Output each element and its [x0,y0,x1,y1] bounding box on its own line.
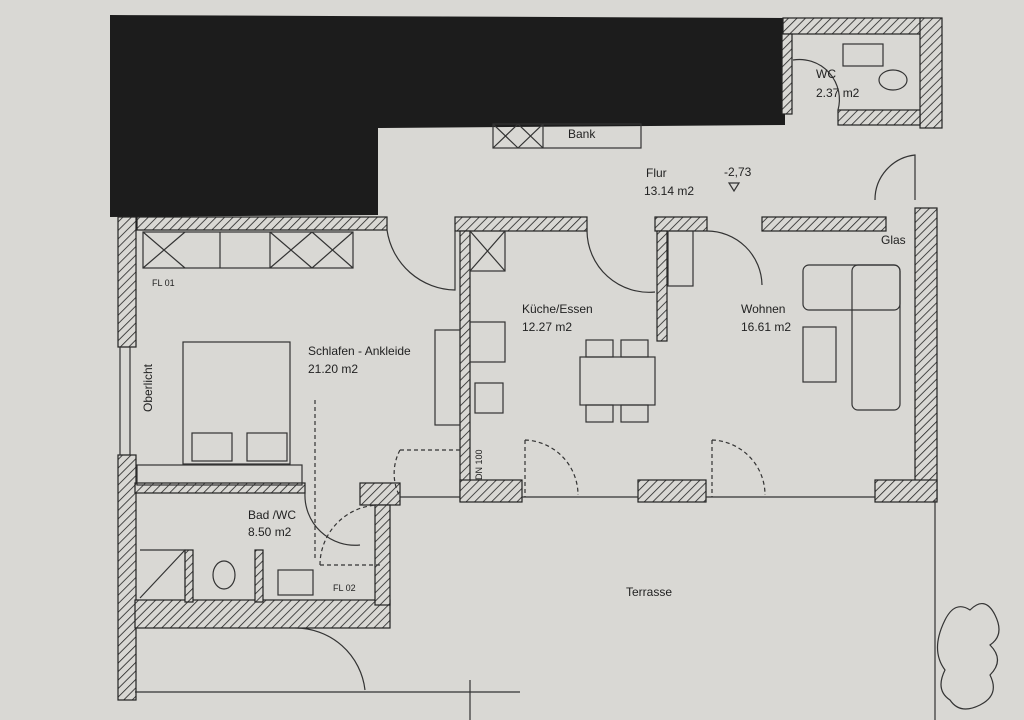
doors [294,58,916,691]
redacted-area [110,15,785,217]
schlafen-area: 21.20 m2 [308,362,358,376]
glas-label: Glas [881,233,906,247]
flur-name: Flur [646,166,667,180]
wohnen-name: Wohnen [741,302,785,316]
wardrobe [142,231,354,269]
wc-name: WC [816,67,836,81]
wc-area: 2.37 m2 [816,86,860,100]
walls [117,17,943,701]
dining-table [579,356,656,406]
furniture [136,43,908,599]
bank-label: Bank [568,127,596,141]
kueche-area: 12.27 m2 [522,320,572,334]
schlafen-name: Schlafen - Ankleide [308,344,411,358]
terrasse-name: Terrasse [626,585,672,599]
windows [119,346,936,720]
bad-area: 8.50 m2 [248,525,292,539]
oberlicht-label: Oberlicht [141,363,155,412]
level-triangle-icon [727,182,741,193]
bank [492,123,642,149]
plant-sketch [936,603,1000,710]
dn-label: DN 100 [474,449,484,480]
wohnen-area: 16.61 m2 [741,320,791,334]
level-mark: -2,73 [724,165,752,179]
fl01-label: FL 01 [152,278,175,288]
bed [182,341,291,465]
flur-area: 13.14 m2 [644,184,694,198]
bad-name: Bad /WC [248,508,296,522]
fl02-label: FL 02 [333,583,356,593]
kueche-name: Küche/Essen [522,302,593,316]
